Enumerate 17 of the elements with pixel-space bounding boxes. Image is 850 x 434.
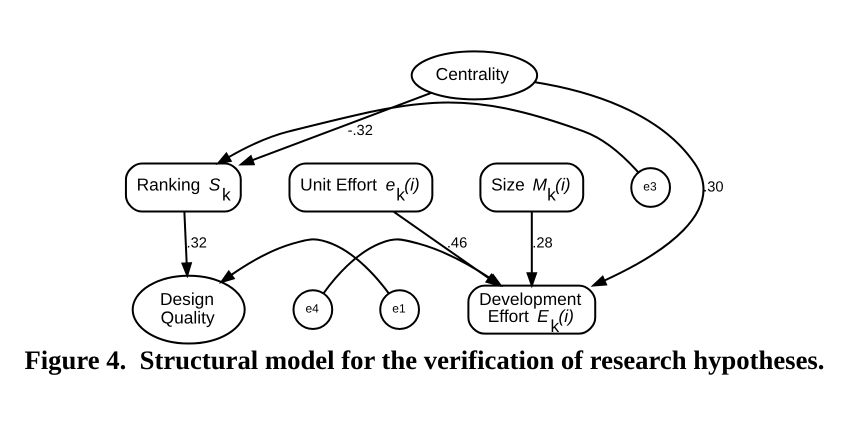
node-ellipse: Design Quality <box>132 274 246 344</box>
edge-label: .28 <box>532 234 553 251</box>
node-circle: e4 <box>292 288 334 330</box>
arrow <box>534 80 704 286</box>
node-ellipse: Centrality <box>410 50 538 100</box>
arrow <box>219 238 390 294</box>
node-circle: e1 <box>379 288 420 330</box>
arrow <box>181 211 192 278</box>
caption: Figure 4. Structural model for the verification of research hypotheses. <box>24 344 824 374</box>
arrow <box>216 101 639 172</box>
node-circle: e3 <box>630 166 671 208</box>
edge-label: .32 <box>186 234 207 251</box>
edge-label: .46 <box>446 234 468 251</box>
arrow <box>238 91 432 166</box>
arrow <box>526 211 538 288</box>
edge-label: .30 <box>703 178 724 195</box>
edge-label: -.32 <box>348 122 373 139</box>
